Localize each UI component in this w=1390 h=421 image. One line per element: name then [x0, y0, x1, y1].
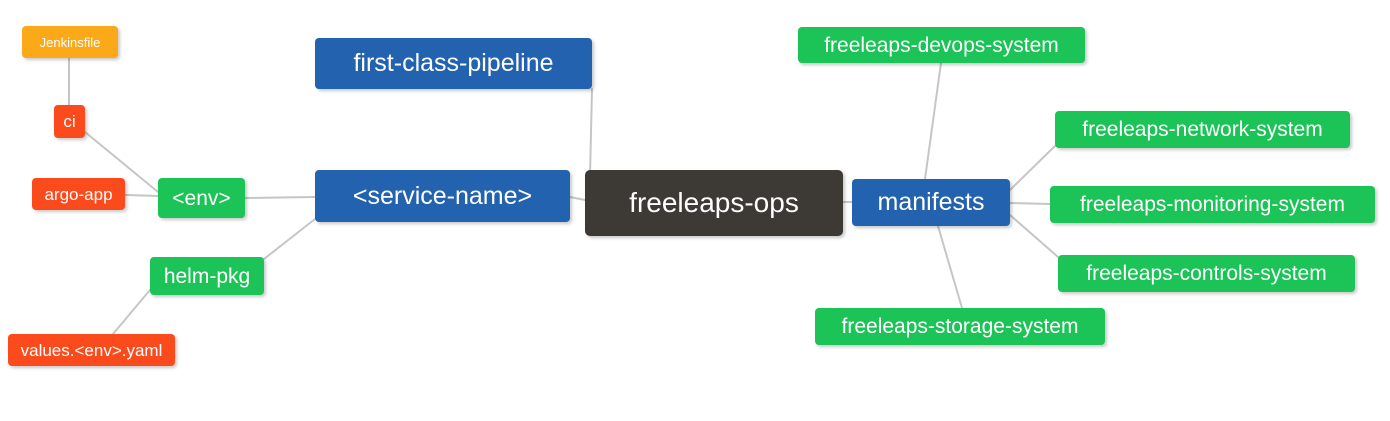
mindmap-node-helm[interactable]: helm-pkg	[150, 257, 264, 295]
node-label: freeleaps-controls-system	[1086, 262, 1327, 285]
edge-manifests-to-storage	[937, 225, 963, 309]
edge-service-to-helm	[263, 218, 316, 260]
edge-manifests-to-network	[1009, 145, 1056, 191]
mindmap-node-values[interactable]: values.<env>.yaml	[8, 334, 175, 366]
mindmap-node-storage[interactable]: freeleaps-storage-system	[815, 308, 1105, 345]
node-label: <env>	[172, 186, 231, 210]
edge-service-to-env	[244, 196, 316, 199]
mindmap-node-service[interactable]: <service-name>	[315, 170, 570, 222]
mindmap-node-monitoring[interactable]: freeleaps-monitoring-system	[1050, 186, 1375, 223]
edge-root-to-service	[569, 196, 586, 201]
mindmap-node-env[interactable]: <env>	[158, 178, 245, 218]
edge-root-to-pipeline	[589, 88, 593, 177]
edge-helm-to-values	[112, 289, 151, 335]
node-label: freeleaps-storage-system	[841, 315, 1079, 338]
mindmap-node-jenkins[interactable]: Jenkinsfile	[22, 26, 118, 58]
mindmap-node-argo[interactable]: argo-app	[32, 178, 125, 210]
edge-manifests-to-devops	[924, 62, 942, 180]
node-label: manifests	[877, 188, 985, 216]
mindmap-node-devops[interactable]: freeleaps-devops-system	[798, 27, 1085, 63]
node-label: ci	[63, 112, 76, 131]
edge-env-to-ci	[84, 131, 159, 193]
edge-manifests-to-controls	[1009, 214, 1059, 258]
mindmap-node-controls[interactable]: freeleaps-controls-system	[1058, 255, 1355, 292]
node-label: values.<env>.yaml	[20, 340, 163, 360]
edge-manifests-to-monitoring	[1009, 202, 1051, 205]
node-label: Jenkinsfile	[39, 34, 101, 50]
node-label: argo-app	[44, 184, 113, 204]
node-label: <service-name>	[352, 181, 533, 210]
mindmap-node-root[interactable]: freeleaps-ops	[585, 170, 843, 236]
mindmap-node-network[interactable]: freeleaps-network-system	[1055, 111, 1350, 148]
node-label: first-class-pipeline	[353, 49, 554, 77]
node-label: helm-pkg	[163, 264, 251, 288]
mindmap-node-pipeline[interactable]: first-class-pipeline	[315, 38, 592, 89]
node-label: freeleaps-network-system	[1082, 118, 1323, 141]
mindmap-node-ci[interactable]: ci	[54, 105, 85, 138]
node-label: freeleaps-devops-system	[824, 33, 1059, 57]
mindmap-node-manifests[interactable]: manifests	[852, 179, 1010, 226]
edge-env-to-argo	[124, 194, 159, 197]
node-label: freeleaps-ops	[629, 187, 799, 218]
node-label: freeleaps-monitoring-system	[1080, 193, 1345, 216]
